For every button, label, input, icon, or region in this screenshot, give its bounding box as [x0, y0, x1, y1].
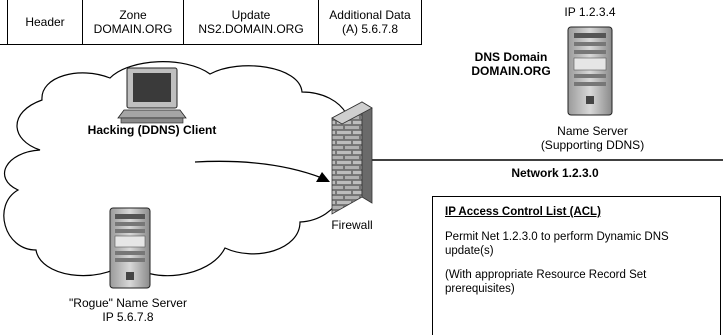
- dns-domain-label: DNS Domain DOMAIN.ORG: [471, 50, 551, 78]
- packet-edge: [0, 0, 8, 45]
- acl-note: (With appropriate Resource Record Set pr…: [445, 269, 647, 295]
- packet-field-additional-data: Additional Data (A) 5.6.7.8: [318, 0, 422, 45]
- computer-icon: [117, 67, 187, 124]
- packet-field-header: Header: [7, 0, 83, 45]
- packet-field-zone: Zone DOMAIN.ORG: [82, 0, 184, 45]
- network-label: Network 1.2.3.0: [511, 166, 599, 180]
- packet-field-update: Update NS2.DOMAIN.ORG: [183, 0, 319, 45]
- acl-title: IP Access Control List (ACL): [445, 206, 601, 218]
- name-server-caption: Name Server (Supporting DDNS): [540, 124, 645, 152]
- update-arrow-head: [316, 172, 330, 182]
- acl-box: IP Access Control List (ACL) Permit Net …: [432, 196, 721, 335]
- name-server-ip: IP 1.2.3.4: [564, 5, 616, 19]
- server-icon: [567, 26, 613, 116]
- acl-rule: Permit Net 1.2.3.0 to perform Dynamic DN…: [445, 231, 669, 257]
- rogue-server-caption: "Rogue" Name Server IP 5.6.7.8: [69, 296, 187, 324]
- update-arrow: [194, 160, 323, 179]
- dns-update-packet: Header Zone DOMAIN.ORG Update NS2.DOMAIN…: [0, 0, 422, 45]
- firewall-icon: [331, 101, 373, 215]
- firewall-label: Firewall: [331, 218, 373, 232]
- rogue-server-icon: [109, 207, 151, 289]
- client-label: Hacking (DDNS) Client: [87, 123, 217, 137]
